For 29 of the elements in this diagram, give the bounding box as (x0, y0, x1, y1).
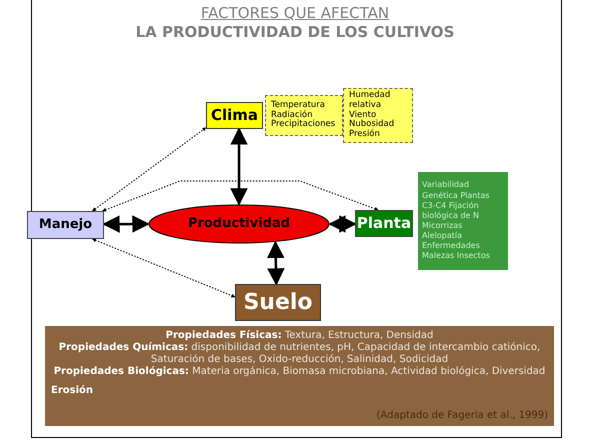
dotted-arrow (102, 180, 379, 212)
double-arrow (230, 127, 248, 206)
note-text: Propiedades Químicas: disponibilidad de nutrientes, pH, Capacidad de intercambio catiónico, Saturación de bases, Oxido-reducción, Salinidad, Sodicidad (58, 342, 542, 366)
double-arrow (328, 215, 357, 233)
factor-box (206, 102, 263, 129)
node-label: Planta (356, 214, 412, 232)
dotted-arrow (92, 127, 206, 212)
note-text: Propiedades Físicas: Textura, Estructura, Densidad (164, 330, 434, 342)
node-label: Suelo (243, 290, 313, 316)
double-arrow (102, 215, 150, 233)
dotted-arrow (92, 238, 236, 298)
note-box (45, 326, 554, 426)
citation-text: (Adaptado de Fageria et al., 1999) (376, 410, 548, 422)
note-text: Erosión (51, 385, 94, 397)
note-box (265, 95, 343, 136)
node-label: Productividad (188, 216, 290, 232)
double-arrow (266, 240, 285, 286)
node-label: Manejo (38, 218, 92, 232)
factor-box (27, 211, 104, 239)
note-text: Propiedades Biológicas: Materia orgánica, Biomasa microbiana, Actividad biológica, Diversidad (52, 366, 546, 378)
note-text: Temperatura Radiación Precipitaciones (271, 100, 336, 130)
factor-box (235, 284, 321, 321)
note-box (343, 88, 413, 143)
note-text: Variabilidad Genética Plantas C3-C4 Fijación biológica de N Micorrizas Alelopatía Enfermedades Malezas Insectos (422, 180, 491, 262)
node-label: Clima (210, 106, 258, 124)
slide-title: FACTORES QUE AFECTAN LA PRODUCTIVIDAD DE LOS CULTIVOS (134, 4, 456, 42)
note-box (418, 172, 508, 270)
note-text: Humedad relativa Viento Nubosidad Presión (349, 91, 396, 140)
factor-box (355, 210, 413, 237)
